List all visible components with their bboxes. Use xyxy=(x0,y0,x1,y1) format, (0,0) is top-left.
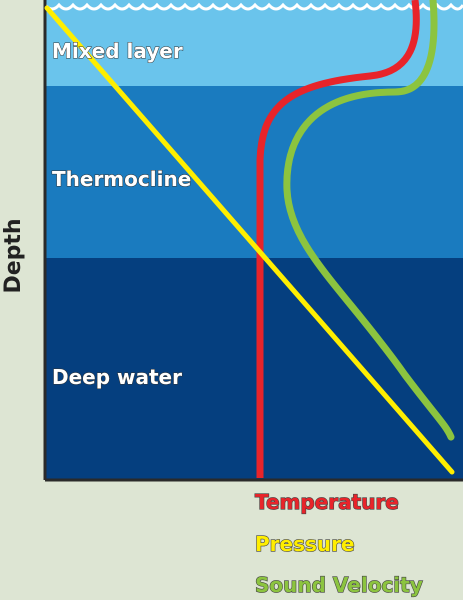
legend-pressure: Pressure xyxy=(255,532,355,556)
depth-axis-label: Depth xyxy=(1,218,26,293)
layer-label-mixed: Mixed layer xyxy=(52,39,183,63)
legend-sound-velocity: Sound Velocity xyxy=(255,573,423,597)
pressure-line xyxy=(44,5,455,475)
legend-temperature: Temperature xyxy=(255,490,399,514)
water-surface-waves xyxy=(43,2,463,11)
deep-water-band xyxy=(45,258,463,480)
thermocline-band xyxy=(45,86,463,258)
temperature-curve xyxy=(256,0,420,478)
sound-velocity-curve xyxy=(283,0,455,441)
layer-label-thermocline: Thermocline xyxy=(52,167,191,191)
layer-label-deep: Deep water xyxy=(52,365,182,389)
